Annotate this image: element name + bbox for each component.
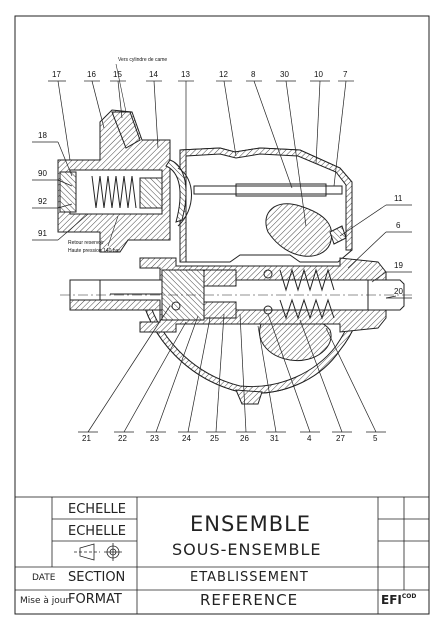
- reference-label: REFERENCE: [200, 591, 299, 609]
- efi-logo-text: EFI: [381, 593, 402, 607]
- callout-15: 15: [113, 70, 122, 79]
- callout-16: 16: [87, 70, 96, 79]
- callout-90: 90: [38, 169, 47, 178]
- callout-5: 5: [373, 434, 378, 443]
- callout-92: 92: [38, 197, 47, 206]
- bearing-left: [203, 269, 237, 287]
- callout-19: 19: [394, 261, 403, 270]
- push-rod: [193, 185, 343, 195]
- efi-logo: EFICOD: [381, 593, 416, 607]
- bearing-left-b: [203, 301, 237, 319]
- callout-23: 23: [150, 434, 159, 443]
- callout-18: 18: [38, 131, 47, 140]
- valve-plug: [59, 171, 77, 213]
- callout-27: 27: [336, 434, 345, 443]
- callout-14: 14: [149, 70, 158, 79]
- diaphragm-cup: [177, 167, 192, 227]
- callout-20: 20: [394, 287, 403, 296]
- note-bottom-leader: [107, 215, 119, 247]
- callout-25: 25: [210, 434, 219, 443]
- shaft-spring: [279, 268, 335, 292]
- callout-4: 4: [307, 434, 312, 443]
- date-label: DATE: [32, 573, 56, 583]
- scale-label-1: ECHELLE: [68, 502, 126, 517]
- seal-11: [329, 225, 347, 245]
- efi-logo-sup: COD: [401, 593, 417, 600]
- valve-spring: [91, 175, 137, 209]
- shaft-spring-b: [279, 298, 335, 320]
- callout-31: 31: [270, 434, 279, 443]
- callout-24: 24: [182, 434, 191, 443]
- callout-30: 30: [280, 70, 289, 79]
- note-top-leader: [115, 63, 127, 113]
- callout-91: 91: [38, 229, 47, 238]
- push-rod-guide: [235, 183, 327, 197]
- establishment-label: ETABLISSEMENT: [190, 570, 309, 585]
- shaft-body-hatch: [69, 299, 161, 311]
- callout-6: 6: [396, 221, 401, 230]
- note-high-pressure: Haute pression 140 bar: [68, 248, 120, 254]
- section-label: SECTION: [68, 570, 126, 585]
- ball-bearing-3: [171, 301, 181, 311]
- callout-7: 7: [343, 70, 348, 79]
- projection-symbol-icon: [74, 543, 122, 561]
- callout-17: 17: [52, 70, 61, 79]
- update-label: Mise à jour: [20, 596, 70, 606]
- assembly-title: ENSEMBLE: [190, 512, 312, 536]
- cam: [265, 203, 332, 257]
- ball-bearing-1: [263, 269, 273, 279]
- format-label: FORMAT: [68, 592, 122, 607]
- scale-label-2: ECHELLE: [68, 524, 126, 539]
- diaphragm: [165, 159, 187, 223]
- leader-lines: [57, 80, 397, 433]
- callout-26: 26: [240, 434, 249, 443]
- assembly-section-view: [32, 63, 412, 433]
- note-cylinder: Vers cylindre de came: [118, 57, 168, 63]
- drain-nipple: [235, 389, 263, 405]
- callout-11: 11: [394, 194, 403, 203]
- subassembly-title: SOUS-ENSEMBLE: [172, 540, 322, 559]
- feed-tube: [111, 111, 141, 149]
- callout-10: 10: [314, 70, 323, 79]
- callout-underlines: [32, 80, 412, 433]
- valve-piston: [139, 177, 163, 209]
- callout-8: 8: [251, 70, 256, 79]
- callout-21: 21: [82, 434, 91, 443]
- note-return-tank: Retour reservoir: [68, 240, 104, 246]
- title-block: [14, 496, 430, 615]
- callout-12: 12: [219, 70, 228, 79]
- callout-22: 22: [118, 434, 127, 443]
- callout-13: 13: [181, 70, 190, 79]
